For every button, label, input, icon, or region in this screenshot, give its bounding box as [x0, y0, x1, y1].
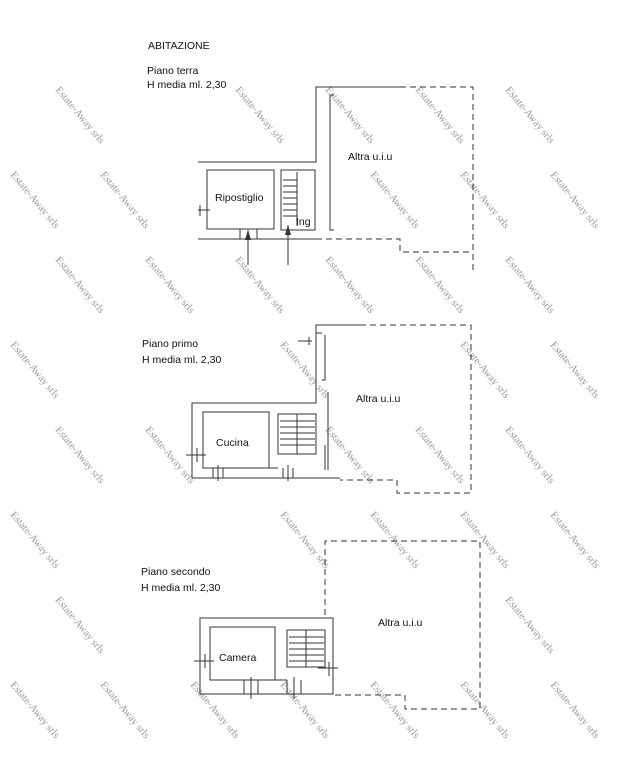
watermark-text: Estate-Away srls [278, 510, 332, 571]
watermark-text: Estate-Away srls [233, 255, 287, 316]
watermark-text: Estate-Away srls [323, 425, 377, 486]
watermark-text: Estate-Away srls [368, 510, 422, 571]
watermark-text: Estate-Away srls [278, 680, 332, 741]
watermark-text: Estate-Away srls [8, 510, 62, 571]
floor-name: Piano terra [147, 65, 199, 77]
watermark-text: Estate-Away srls [503, 85, 557, 146]
watermark-text: Estate-Away srls [413, 85, 467, 146]
watermark-text: Estate-Away srls [53, 425, 107, 486]
floor-second: Piano secondo H media ml. 2,30 Camera Al… [141, 540, 481, 710]
watermark-text: Estate-Away srls [458, 680, 512, 741]
floor-first: Piano primo H media ml. 2,30 Cucina Altr… [142, 324, 472, 494]
watermark-text: Estate-Away srls [233, 85, 287, 146]
watermark-text: Estate-Away srls [8, 340, 62, 401]
other-unit-label: Altra u.i.u [356, 393, 401, 405]
room-label: Cucina [216, 437, 249, 449]
watermark-text: Estate-Away srls [278, 340, 332, 401]
plan-title: ABITAZIONE [148, 40, 210, 52]
watermark-text: Estate-Away srls [53, 85, 107, 146]
watermark-text: Estate-Away srls [503, 255, 557, 316]
floor-height: H media ml. 2,30 [147, 79, 227, 91]
watermark-text: Estate-Away srls [188, 680, 242, 741]
room-label: Ripostiglio [215, 192, 264, 204]
watermark-text: Estate-Away srls [8, 170, 62, 231]
floor-name: Piano primo [142, 338, 198, 350]
watermark-text: Estate-Away srls [8, 680, 62, 741]
floor-ground: Piano terra H media ml. 2,30 Ripostiglio… [147, 65, 474, 270]
watermark-text: Estate-Away srls [503, 425, 557, 486]
other-unit-label: Altra u.i.u [378, 617, 423, 629]
watermark-text: Estate-Away srls [413, 255, 467, 316]
watermark-text: Estate-Away srls [458, 170, 512, 231]
watermark-text: Estate-Away srls [53, 255, 107, 316]
watermark-text: Estate-Away srls [548, 510, 602, 571]
watermark-text: Estate-Away srls [548, 680, 602, 741]
watermark-text: Estate-Away srls [53, 595, 107, 656]
watermark-text: Estate-Away srls [98, 680, 152, 741]
watermark-text: Estate-Away srls [413, 425, 467, 486]
watermark-text: Estate-Away srls [548, 340, 602, 401]
watermark-text: Estate-Away srls [458, 340, 512, 401]
watermark-text: Estate-Away srls [323, 255, 377, 316]
floor-height: H media ml. 2,30 [142, 354, 222, 366]
floor-name: Piano secondo [141, 566, 211, 578]
other-unit-label: Altra u.i.u [348, 151, 393, 163]
watermark-text: Estate-Away srls [548, 170, 602, 231]
floor-height: H media ml. 2,30 [141, 582, 221, 594]
room-label: Camera [219, 652, 257, 664]
watermark-text: Estate-Away srls [143, 255, 197, 316]
watermark-text: Estate-Away srls [98, 170, 152, 231]
watermark-text: Estate-Away srls [503, 595, 557, 656]
watermark-text: Estate-Away srls [323, 85, 377, 146]
room-label: Ing [296, 216, 311, 228]
watermark-text: Estate-Away srls [368, 680, 422, 741]
watermark-text: Estate-Away srls [458, 510, 512, 571]
watermark-text: Estate-Away srls [368, 170, 422, 231]
